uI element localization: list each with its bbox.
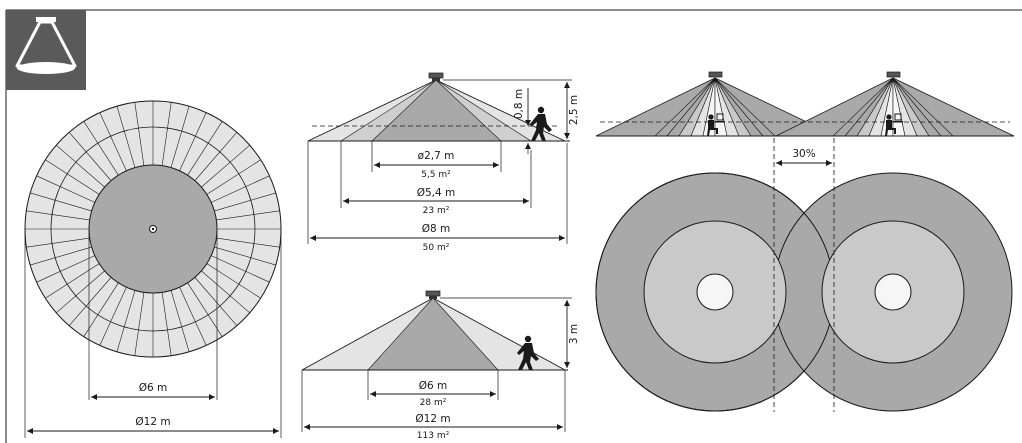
middle-ring: [50, 126, 256, 332]
top-view-overlap: 30%: [595, 138, 1013, 412]
zone-segment-line: [30, 192, 92, 212]
zone-segment-line: [45, 159, 100, 195]
seated-person-icon: [707, 113, 725, 136]
side-view-3m: 3 m Ø6 m 28 m² Ø12 m 113 m²: [301, 290, 580, 441]
total-height-label: 3 m: [568, 324, 580, 344]
walking-person-icon: [517, 335, 539, 370]
zone-segment-line: [36, 175, 95, 203]
zone-segment-line: [83, 121, 119, 176]
total-height-label: 2,5 m: [568, 95, 580, 125]
left-sensor-fan: [654, 77, 776, 137]
zone-segment-line: [116, 290, 136, 352]
zone-segment-line: [179, 112, 207, 171]
zone-segment-line: [170, 290, 190, 352]
zone-segment-line: [68, 132, 112, 181]
outer-diameter-label: Ø12 m: [415, 413, 450, 425]
zone-segment-line: [206, 159, 261, 195]
zone-segment-line: [211, 175, 270, 203]
inner-diameter-label: Ø6 m: [419, 380, 448, 392]
zone-segment-line: [134, 102, 145, 166]
outer-diameter-label: Ø8 m: [422, 223, 451, 235]
person-height-label: 0,8 m: [513, 89, 525, 119]
zone-segment-line: [26, 210, 90, 221]
outer-area-label: 50 m²: [423, 243, 450, 253]
zone-segment-line: [201, 270, 250, 314]
right-inner-zone: [874, 273, 912, 311]
zone-segment-line: [194, 277, 238, 326]
zone-segment-line: [214, 192, 276, 212]
side-view-2-5m: 2,5 m 0,8 m ø2,7 m 5,5 m² Ø5,4 m 23 m² Ø…: [307, 72, 580, 253]
zone-segment-line: [216, 237, 280, 248]
top-view-detection-area: Ø6 m Ø12 m: [24, 100, 282, 438]
left-inner-zone: [696, 273, 734, 311]
inner-diameter-label: ø2,7 m: [418, 150, 455, 162]
zone-segment-line: [45, 263, 100, 299]
zone-segment-line: [26, 237, 90, 248]
middle-diameter-label: Ø5,4 m: [417, 187, 456, 199]
zone-segment-line: [99, 112, 127, 171]
overlap-percent-label: 30%: [792, 148, 815, 160]
zone-segment-line: [30, 246, 92, 266]
sensor-dot: [151, 227, 155, 231]
side-view-overlap: [595, 71, 1015, 137]
zone-segment-line: [56, 270, 105, 314]
zone-segment-line: [83, 282, 119, 337]
zone-segment-line: [161, 292, 172, 356]
zone-segment-line: [187, 282, 223, 337]
zone-segment-line: [116, 106, 136, 168]
outer-area-label: 113 m²: [417, 431, 450, 441]
zone-segment-line: [36, 255, 95, 283]
ceiling-sensor-icon: [6, 10, 86, 90]
zone-segment-line: [179, 287, 207, 346]
zone-segment-line: [99, 287, 127, 346]
zone-segment-line: [206, 263, 261, 299]
middle-area-label: 23 m²: [423, 206, 450, 216]
zone-segment-line: [201, 144, 250, 188]
outer-diameter-label: Ø12 m: [135, 416, 170, 428]
zone-segment-line: [214, 246, 276, 266]
seated-person-icon: [885, 113, 903, 136]
zone-segment-line: [170, 106, 190, 168]
zone-segment-line: [56, 144, 105, 188]
zone-segment-line: [187, 121, 223, 176]
inner-area-label: 28 m²: [420, 398, 447, 408]
zone-segment-line: [216, 210, 280, 221]
sensor-icon: [708, 71, 901, 78]
zone-segment-line: [68, 277, 112, 326]
walking-person-icon: [530, 106, 552, 141]
inner-area-label: 5,5 m²: [421, 170, 451, 180]
zone-segment-line: [194, 132, 238, 181]
zone-segments: [25, 101, 281, 357]
sensor-icon: [428, 72, 444, 81]
zone-segment-line: [134, 292, 145, 356]
inner-diameter-label: Ø6 m: [139, 382, 168, 394]
sensor-icon: [425, 290, 441, 299]
zone-segment-line: [161, 102, 172, 166]
zone-segment-line: [211, 255, 270, 283]
